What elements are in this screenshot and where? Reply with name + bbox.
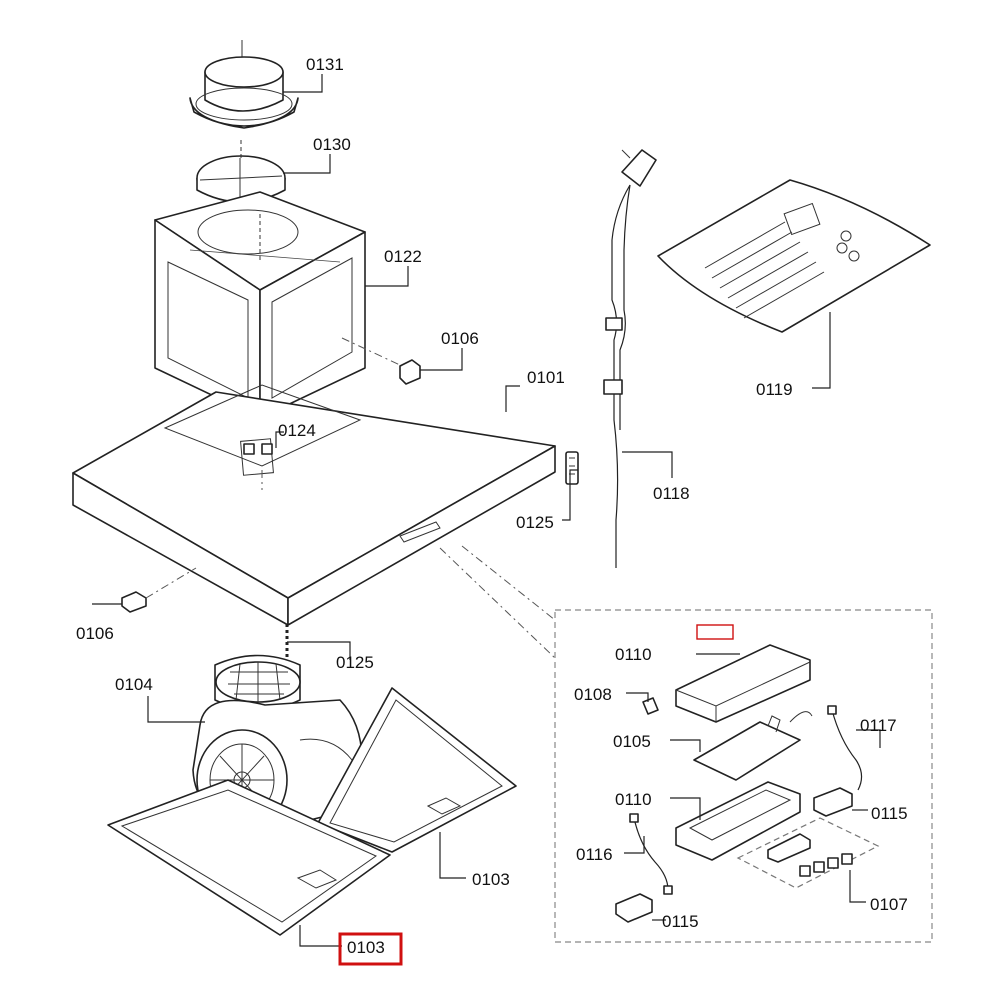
label-0124: 0124 bbox=[278, 421, 316, 440]
bracket-part-0124[interactable] bbox=[243, 443, 273, 455]
label-0110-upper: 0110 bbox=[615, 645, 652, 664]
label-0108: 0108 bbox=[574, 685, 612, 704]
label-0115-right: 0115 bbox=[871, 804, 908, 823]
cable-part-0117[interactable] bbox=[827, 705, 863, 791]
label-0131: 0131 bbox=[306, 55, 344, 74]
control-housing-part-0110-upper[interactable] bbox=[675, 644, 811, 723]
label-0116: 0116 bbox=[576, 845, 613, 864]
flange-part-0131[interactable] bbox=[189, 40, 299, 129]
label-0106-lower: 0106 bbox=[76, 624, 114, 643]
highlight-marker-empty bbox=[696, 624, 734, 640]
label-0115-left: 0115 bbox=[662, 912, 699, 931]
accessory-bag-part-0119[interactable] bbox=[657, 179, 931, 333]
clip-strip-part-0125-right[interactable] bbox=[565, 451, 579, 485]
clip-part-0106-lower[interactable] bbox=[121, 567, 197, 613]
switch-part-0115-left[interactable] bbox=[615, 893, 653, 923]
grease-filter-part-0103-right[interactable] bbox=[317, 687, 517, 853]
clip-part-0108[interactable] bbox=[642, 697, 659, 715]
label-0130: 0130 bbox=[313, 135, 351, 154]
label-0103-left: 0103 bbox=[347, 938, 385, 957]
switch-part-0115-right[interactable] bbox=[813, 787, 853, 817]
button-set-part-0107[interactable] bbox=[736, 817, 880, 889]
mains-cable-part-0118[interactable] bbox=[603, 149, 657, 568]
label-0118: 0118 bbox=[653, 484, 690, 503]
label-0110-lower: 0110 bbox=[615, 790, 652, 809]
label-0101: 0101 bbox=[527, 368, 565, 387]
highlight-box-0103 bbox=[338, 932, 403, 966]
label-0122: 0122 bbox=[384, 247, 422, 266]
detail-callout bbox=[439, 545, 933, 943]
label-0119: 0119 bbox=[756, 380, 793, 399]
label-0117: 0117 bbox=[860, 716, 897, 735]
cable-part-0116[interactable] bbox=[629, 813, 673, 895]
chimney-box-part-0122[interactable] bbox=[154, 191, 366, 419]
label-0125-right: 0125 bbox=[516, 513, 554, 532]
leader-lines bbox=[92, 74, 881, 947]
grease-filter-part-0103-left[interactable] bbox=[107, 779, 391, 936]
clip-part-0106-upper[interactable] bbox=[341, 337, 421, 385]
control-board-part-0105[interactable] bbox=[693, 711, 813, 781]
label-0107: 0107 bbox=[870, 895, 908, 914]
label-0105: 0105 bbox=[613, 732, 651, 751]
label-0106-upper: 0106 bbox=[441, 329, 479, 348]
hood-body-part-0101[interactable] bbox=[72, 384, 556, 626]
label-0104: 0104 bbox=[115, 675, 153, 694]
control-housing-part-0110-lower[interactable] bbox=[675, 781, 801, 861]
label-0125-lower: 0125 bbox=[336, 653, 374, 672]
label-0103-right: 0103 bbox=[472, 870, 510, 889]
flap-ring-part-0130[interactable] bbox=[196, 140, 286, 203]
